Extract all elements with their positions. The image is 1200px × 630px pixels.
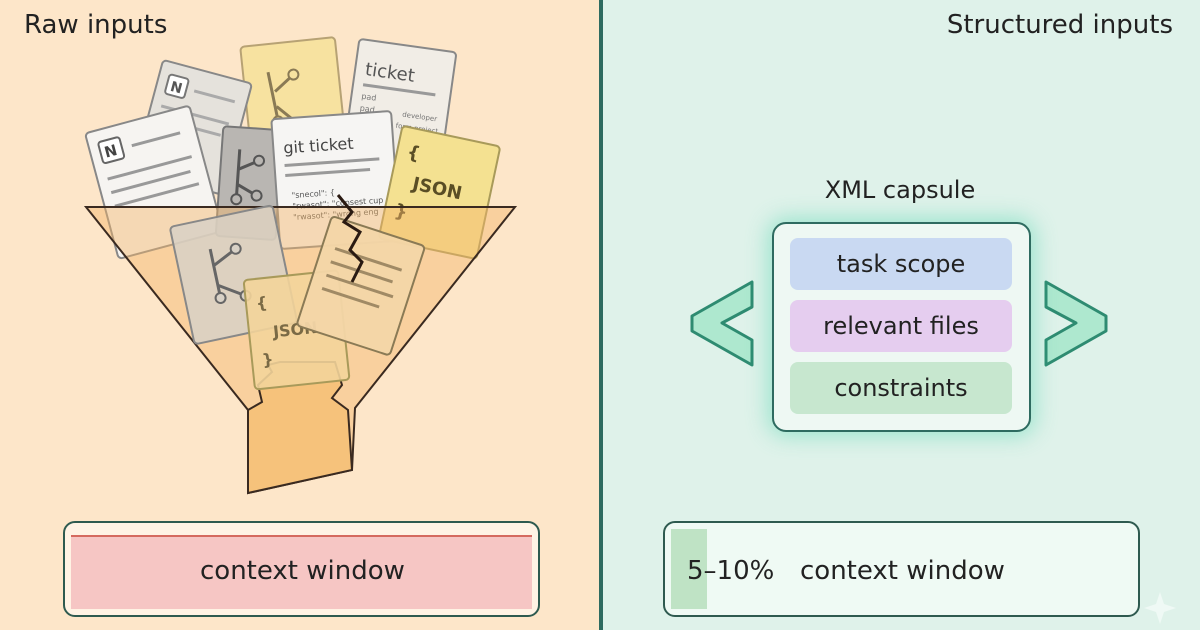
sparkle-icon [1144,592,1176,624]
xml-bracket-left [690,280,754,367]
task-scope-chip: task scope [790,238,1012,290]
json-brace-open-top: { [405,142,422,165]
context-usage-percent: 5–10% [687,556,775,586]
context-window-structured: 5–10% context window [663,521,1140,617]
funnel-crack [336,194,364,283]
json-brace-close-funnel: } [261,350,274,370]
document-text-in-funnel [296,215,426,356]
context-window-label-structured: context window [800,556,1005,586]
context-window-label-raw: context window [200,556,405,586]
notion-letter-front: N [102,141,119,162]
structured-inputs-title: Structured inputs [946,10,1173,40]
relevant-files-chip: relevant files [790,300,1012,352]
context-window-raw: context window [63,521,540,617]
git-ticket-title: git ticket [283,134,354,158]
panel-divider [599,0,603,630]
constraints-chip: constraints [790,362,1012,414]
document-notion-front: N [84,105,224,260]
ticket-line-1: pad [361,92,377,103]
xml-capsule-title: XML capsule [824,176,976,204]
notion-letter-back: N [168,79,183,97]
ticket-line-2: pad [359,104,375,115]
git-ticket-code-1: "snecol": { [291,188,335,200]
json-brace-open-funnel: { [255,293,268,313]
raw-inputs-title: Raw inputs [24,10,168,40]
context-usage-fill-high [71,535,532,609]
context-usage-fill-low [671,529,707,609]
xml-bracket-right [1044,280,1108,367]
xml-capsule: task scope relevant files constraints [772,222,1031,432]
